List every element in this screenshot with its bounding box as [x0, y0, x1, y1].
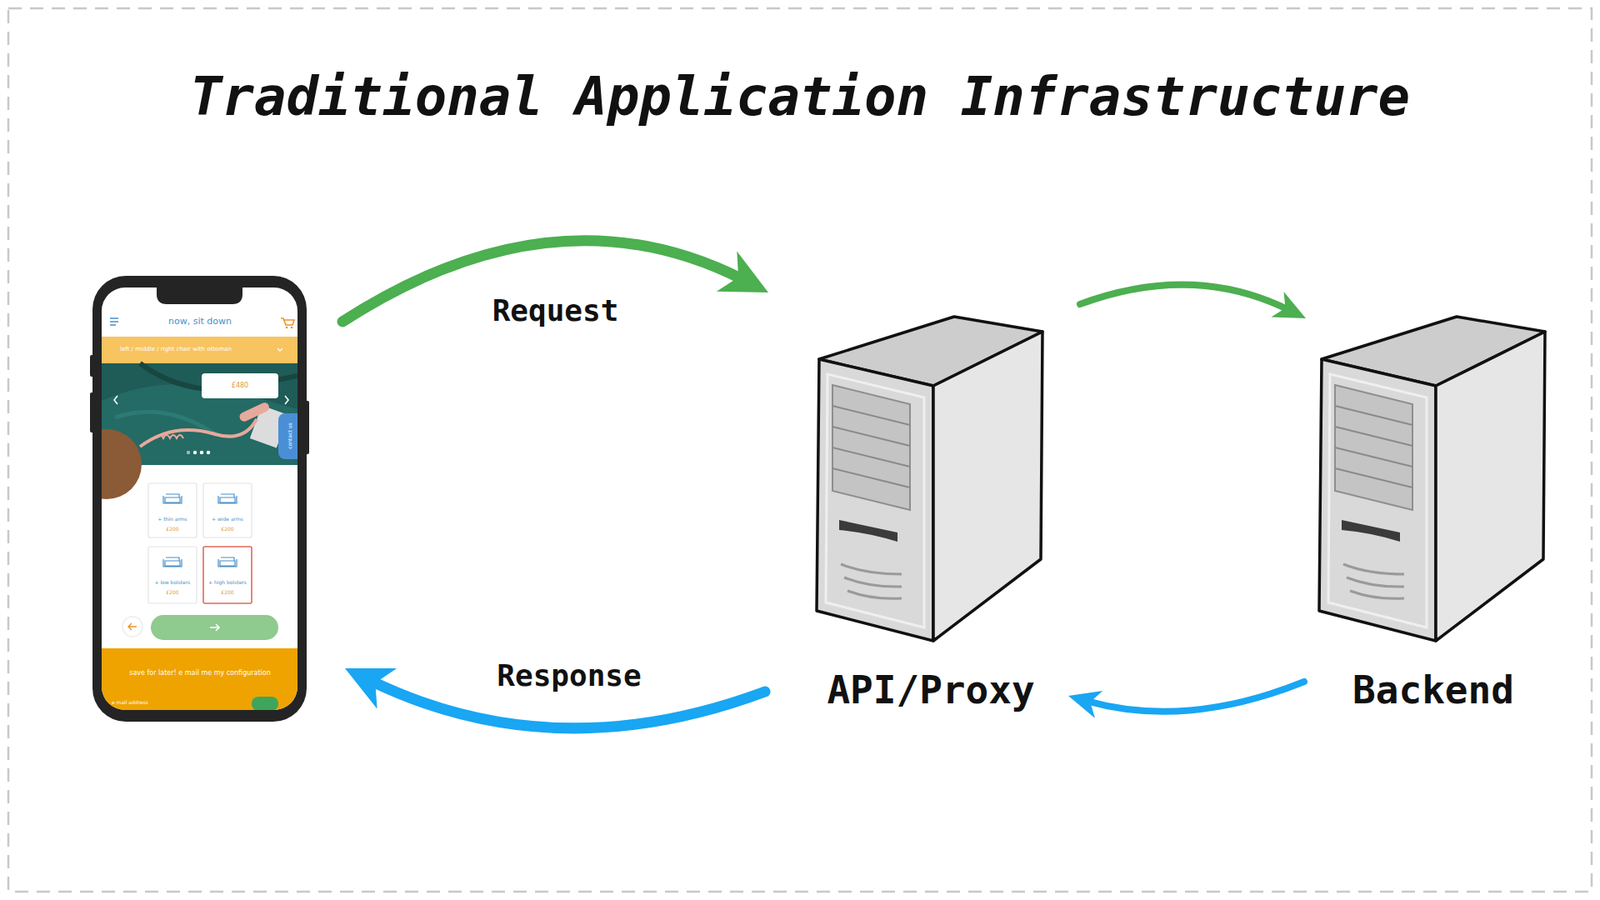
screen-text: left / middle / right chair with ottoman — [120, 346, 232, 354]
edge-label: Request — [489, 292, 623, 330]
arrow-head — [345, 668, 397, 710]
screen-text: e mail address — [111, 700, 149, 706]
phone-illustration — [90, 275, 310, 722]
screen-text: now, sit down — [168, 316, 232, 327]
screen-text: £200 — [220, 526, 234, 533]
connector-arrow — [1080, 285, 1306, 319]
arrow-head — [716, 251, 769, 293]
screen-text: + low bolsters — [155, 580, 191, 586]
screen-text: £200 — [165, 590, 179, 596]
server-label: API/Proxy — [826, 666, 1035, 714]
screen-text: + high bolsters — [208, 580, 247, 586]
diagram-title: Traditional Application Infrastructure — [0, 65, 1600, 129]
screen-text: save for later! e mail me my configurati… — [129, 670, 271, 678]
edge-label: Response — [493, 657, 645, 695]
server-node: API/Proxy — [814, 314, 1048, 714]
server-label: Backend — [1352, 666, 1515, 714]
connector-arrow — [1068, 681, 1305, 719]
screen-text: £200 — [165, 526, 179, 533]
server-node: Backend — [1316, 314, 1550, 714]
screen-text: + wide arms — [211, 516, 244, 523]
arrow-head — [1270, 291, 1306, 319]
screen-text: £480 — [231, 382, 249, 390]
arrow-head — [1068, 690, 1103, 719]
connector-line — [1080, 285, 1290, 310]
connector-line — [1086, 681, 1305, 712]
screen-text: + thin arms — [157, 516, 187, 523]
phone-node: now, sit down left / middle / right chair… — [90, 275, 310, 722]
screen-text: contact us — [287, 422, 294, 449]
screen-text: £200 — [220, 590, 234, 596]
